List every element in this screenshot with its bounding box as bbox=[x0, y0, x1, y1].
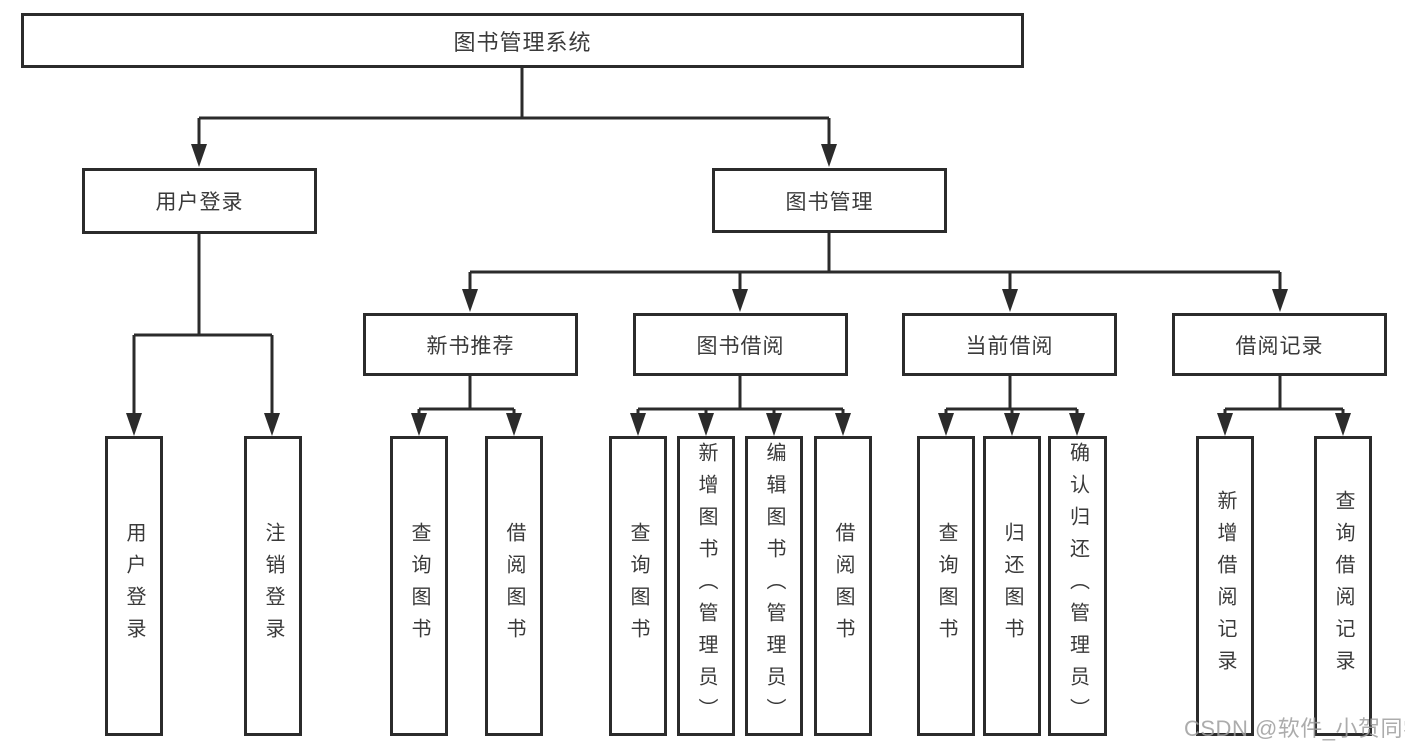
leaf-query-borrow-record: 查询借阅记录 bbox=[1314, 436, 1372, 736]
leaf-label: 新增图书（管理员） bbox=[695, 442, 717, 730]
leaf-label: 查询图书 bbox=[935, 522, 957, 650]
leaf-label: 查询图书 bbox=[627, 522, 649, 650]
node-library-management-system: 图书管理系统 bbox=[21, 13, 1024, 68]
leaf-label: 查询图书 bbox=[408, 522, 430, 650]
node-new-book-recommend: 新书推荐 bbox=[363, 313, 578, 376]
node-label: 当前借阅 bbox=[965, 334, 1054, 358]
leaf-edit-book-admin: 编辑图书（管理员） bbox=[745, 436, 803, 736]
node-label: 借阅记录 bbox=[1235, 334, 1324, 358]
leaf-label: 查询借阅记录 bbox=[1332, 490, 1354, 682]
node-current-borrow: 当前借阅 bbox=[902, 313, 1117, 376]
leaf-label: 借阅图书 bbox=[832, 522, 854, 650]
csdn-watermark: CSDN @软件_小贺同学 bbox=[1184, 716, 1405, 741]
node-book-borrow: 图书借阅 bbox=[633, 313, 848, 376]
leaf-user-login: 用户登录 bbox=[105, 436, 163, 736]
leaf-label: 编辑图书（管理员） bbox=[763, 442, 785, 730]
node-label: 图书管理系统 bbox=[453, 29, 592, 55]
node-user-login: 用户登录 bbox=[82, 168, 317, 234]
leaf-return-book: 归还图书 bbox=[983, 436, 1041, 736]
node-label: 图书借阅 bbox=[696, 334, 785, 358]
leaf-add-borrow-record: 新增借阅记录 bbox=[1196, 436, 1254, 736]
leaf-confirm-return-admin: 确认归还（管理员） bbox=[1048, 436, 1107, 736]
leaf-label: 用户登录 bbox=[123, 522, 145, 650]
arrow-down-icon bbox=[126, 144, 1351, 436]
node-label: 图书管理 bbox=[785, 190, 874, 214]
node-book-management: 图书管理 bbox=[712, 168, 947, 233]
leaf-label: 确认归还（管理员） bbox=[1066, 442, 1089, 730]
leaf-label: 归还图书 bbox=[1001, 522, 1023, 650]
leaf-add-book-admin: 新增图书（管理员） bbox=[677, 436, 735, 736]
node-borrow-record: 借阅记录 bbox=[1172, 313, 1387, 376]
leaf-query-book-borrow: 查询图书 bbox=[609, 436, 667, 736]
leaf-label: 新增借阅记录 bbox=[1214, 490, 1236, 682]
leaf-label: 借阅图书 bbox=[503, 522, 525, 650]
leaf-label: 注销登录 bbox=[262, 522, 284, 650]
leaf-query-book-recommend: 查询图书 bbox=[390, 436, 448, 736]
leaf-borrow-book: 借阅图书 bbox=[814, 436, 872, 736]
node-label: 新书推荐 bbox=[426, 334, 515, 358]
node-label: 用户登录 bbox=[155, 191, 244, 214]
leaf-query-book-current: 查询图书 bbox=[917, 436, 975, 736]
leaf-borrow-book-recommend: 借阅图书 bbox=[485, 436, 543, 736]
leaf-logout-login: 注销登录 bbox=[244, 436, 302, 736]
